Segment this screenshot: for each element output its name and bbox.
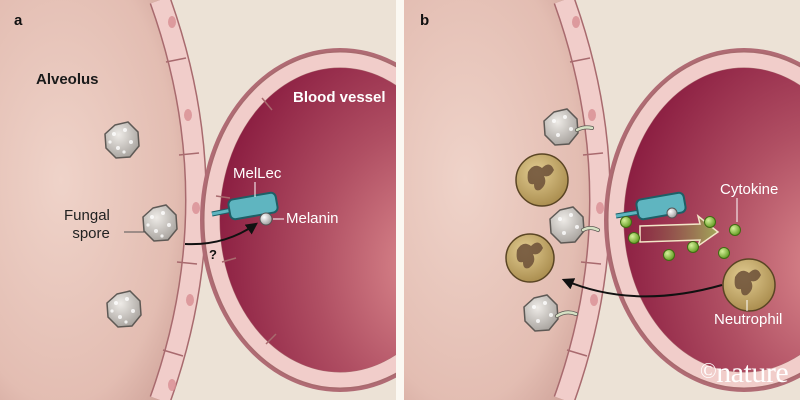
recruitment-arrow — [561, 278, 723, 298]
panel-b: b Cytokine Neutrophil ©nature — [404, 0, 800, 400]
signal-arrow — [639, 214, 720, 248]
vessel-wall — [204, 52, 396, 388]
vessel-wall-cell-junctions — [215, 97, 277, 345]
fungal-spore — [523, 294, 578, 332]
fungal-spore — [543, 108, 594, 146]
fungal-spore — [142, 204, 178, 242]
neutrophil — [515, 153, 569, 207]
alveolus-lumen — [404, 0, 608, 400]
melanin — [666, 207, 678, 219]
nature-logo-text: nature — [716, 356, 789, 389]
panel-divider — [396, 0, 404, 400]
nature-credit: ©nature — [700, 356, 789, 389]
neutrophil-label: Neutrophil — [714, 311, 783, 328]
melanin-label: Melanin — [286, 210, 339, 227]
alveolar-wall-cell-junctions — [566, 57, 604, 357]
fungal-spore-label: Fungal spore — [64, 207, 110, 242]
vessel-wall — [608, 52, 800, 388]
cytokine — [687, 241, 699, 253]
unknown-step-label: ? — [209, 247, 217, 262]
cytokine — [628, 232, 640, 244]
blood-vessel-lumen — [220, 68, 396, 372]
cytokine — [718, 247, 730, 259]
transport-arrow — [184, 222, 258, 246]
alveolar-wall-nuclei — [572, 16, 604, 306]
alveolar-wall — [151, 0, 206, 400]
panel-b-illustration — [404, 0, 800, 400]
cytokine — [663, 249, 675, 261]
fungal-spore — [106, 290, 142, 328]
blood-vessel-label: Blood vessel — [293, 89, 386, 106]
neutrophil — [722, 258, 776, 312]
alveolar-wall — [555, 0, 610, 400]
alveolar-wall-cell-junctions — [162, 57, 200, 357]
panel-letter-a: a — [14, 12, 23, 29]
panel-a-illustration — [0, 0, 396, 400]
copyright-symbol: © — [700, 358, 717, 383]
panel-letter-b: b — [420, 12, 430, 29]
mellec-label: MelLec — [233, 165, 282, 182]
alveolus-lumen — [0, 0, 204, 400]
panel-a: a Alveolus Blood vessel MelLec Melanin F… — [0, 0, 396, 400]
alveolus-label: Alveolus — [36, 71, 99, 88]
neutrophil — [505, 233, 555, 283]
alveolar-wall-nuclei — [168, 16, 200, 391]
fungal-spore — [549, 206, 600, 244]
cytokine — [704, 216, 716, 228]
melanin — [259, 212, 273, 226]
cytokine-label: Cytokine — [720, 181, 779, 198]
cytokine — [620, 216, 632, 228]
cytokine — [729, 224, 741, 236]
cytokines — [620, 216, 741, 261]
fungal-spore — [104, 121, 140, 159]
